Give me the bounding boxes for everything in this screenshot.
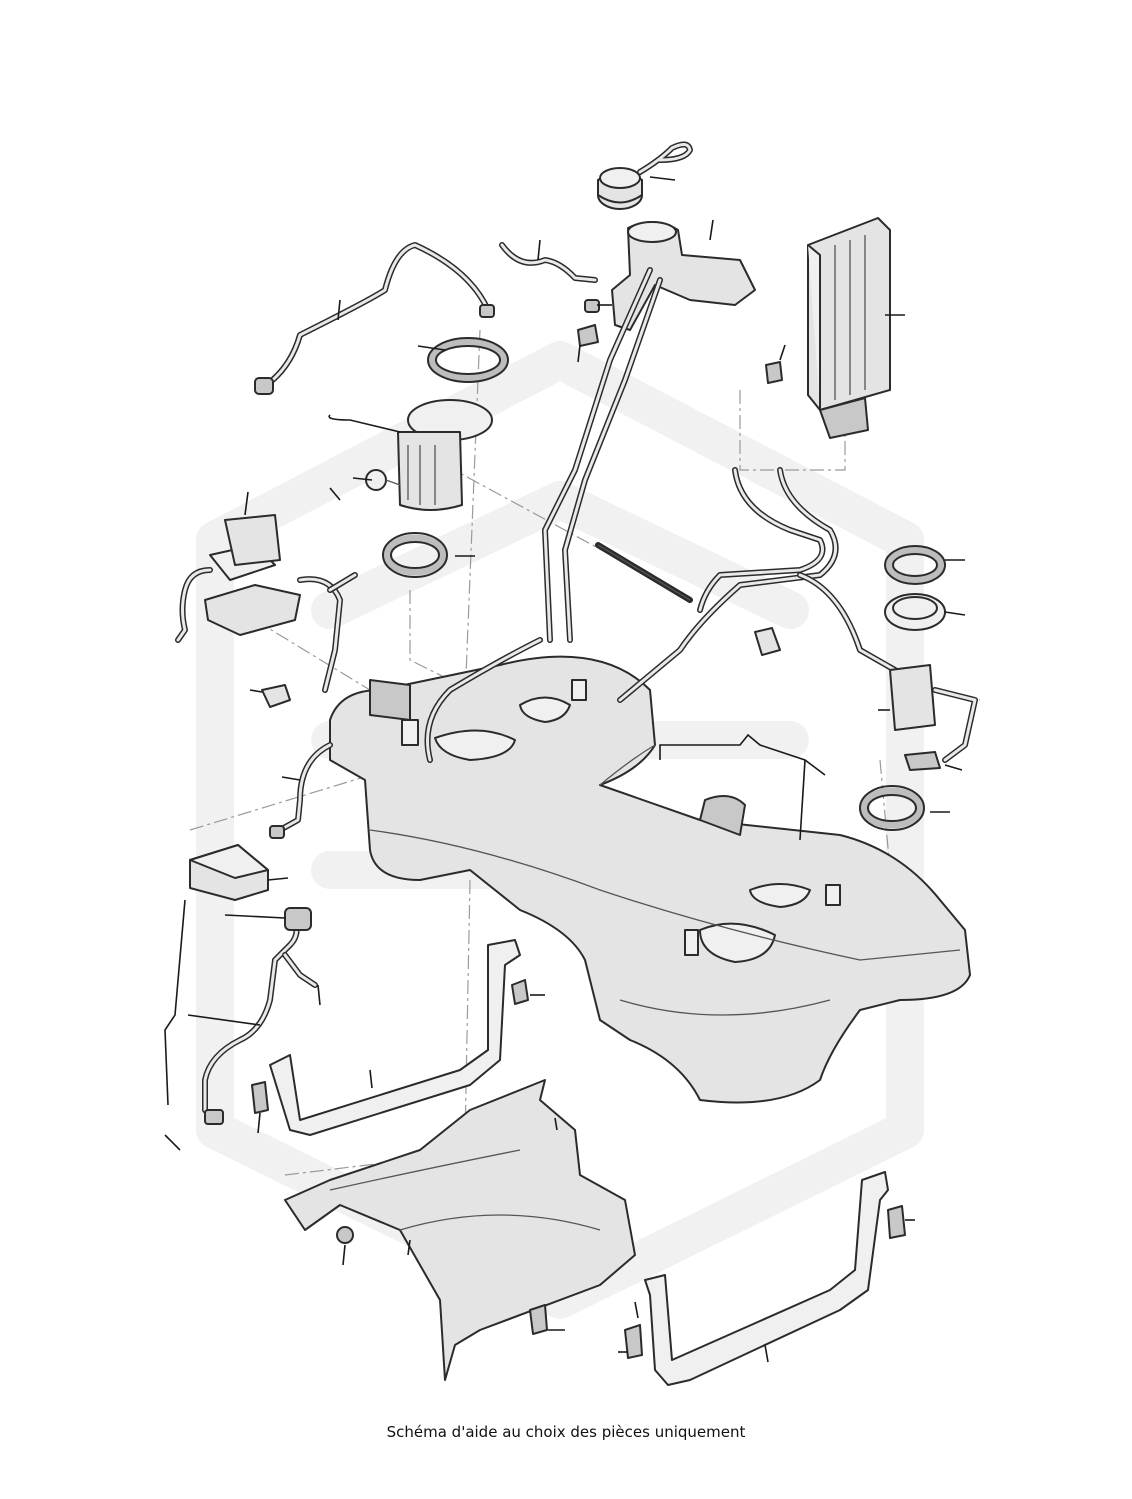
control-module[interactable]	[189, 844, 269, 901]
vent-lines-right[interactable]	[595, 467, 898, 703]
heat-shield[interactable]	[284, 1079, 636, 1381]
seal-ring-right-upper[interactable]	[884, 545, 946, 585]
fuel-tank[interactable]	[329, 655, 971, 1104]
long-fuel-hose[interactable]	[254, 242, 495, 395]
locking-ring-right[interactable]	[884, 593, 946, 631]
hose-clip-middle[interactable]	[754, 627, 781, 656]
carbon-canister[interactable]	[765, 217, 891, 439]
seal-ring-right-lower[interactable]	[859, 785, 925, 831]
seal-ring-pump[interactable]	[382, 532, 448, 578]
filler-neck[interactable]	[424, 221, 756, 763]
tank-strap-right[interactable]	[644, 1171, 906, 1386]
fuel-level-sender[interactable]	[889, 664, 978, 771]
filler-cap[interactable]	[597, 141, 693, 210]
fuel-pump-module[interactable]	[365, 399, 493, 511]
hose-clip-left[interactable]	[261, 684, 291, 708]
heat-shield-bolts[interactable]	[529, 1304, 643, 1359]
seal-ring-upper[interactable]	[427, 337, 509, 383]
leader-lines	[164, 176, 966, 1363]
pump-control-unit[interactable]	[175, 514, 358, 693]
diagram-caption: Schéma d'aide au choix des pièces unique…	[386, 1423, 746, 1441]
vent-hose[interactable]	[499, 242, 600, 347]
tank-hose-left[interactable]	[269, 742, 333, 839]
tank-strap-left[interactable]	[251, 939, 529, 1136]
